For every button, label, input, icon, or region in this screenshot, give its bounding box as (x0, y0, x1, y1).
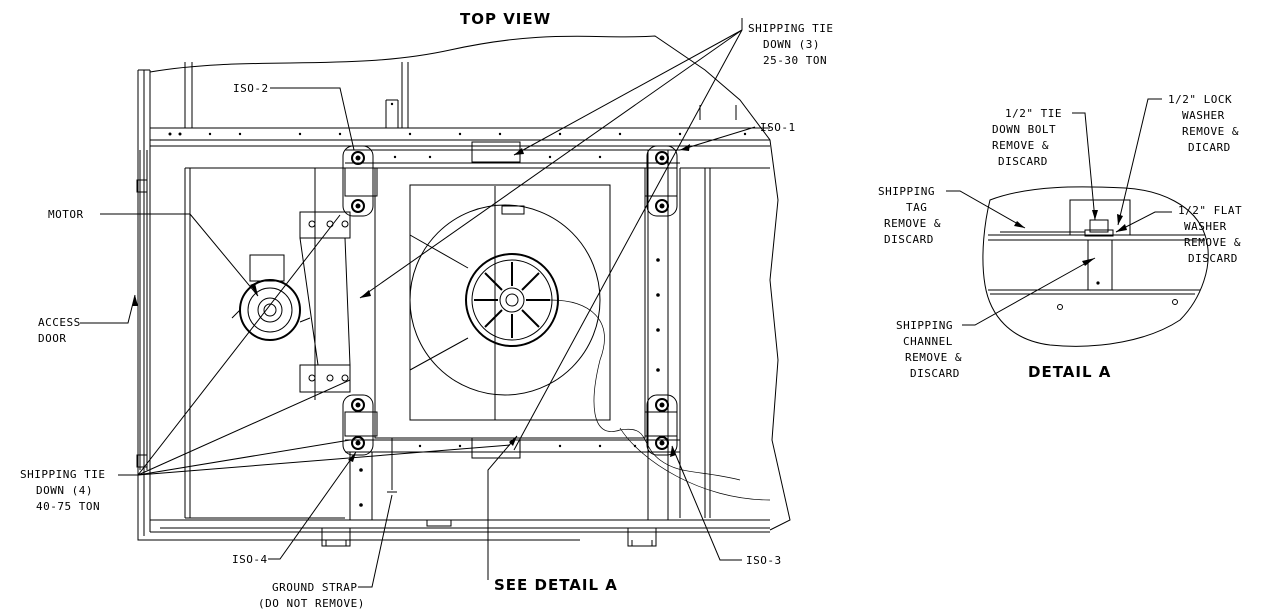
svg-text:REMOVE &: REMOVE & (884, 217, 941, 230)
svg-text:REMOVE &: REMOVE & (1182, 125, 1239, 138)
motor-assembly (231, 211, 351, 393)
label-shipping-channel: SHIPPING CHANNEL REMOVE & DISCARD (896, 319, 962, 380)
svg-text:GROUND STRAP: GROUND STRAP (272, 581, 357, 594)
label-shipping-tag: SHIPPING TAG REMOVE & DISCARD (878, 185, 941, 246)
svg-text:25-30 TON: 25-30 TON (763, 54, 827, 67)
svg-text:REMOVE &: REMOVE & (905, 351, 962, 364)
ground-strap (387, 438, 397, 493)
svg-text:1/2" TIE: 1/2" TIE (1005, 107, 1062, 120)
label-tie-down-bolt: 1/2" TIE DOWN BOLT REMOVE & DISCARD (992, 107, 1062, 168)
label-shipping-tie-down-3: SHIPPING TIE DOWN (3) 25-30 TON (748, 22, 833, 67)
isolator-iso-1 (644, 145, 678, 217)
label-flat-washer: 1/2" FLAT WASHER REMOVE & DISCARD (1178, 204, 1242, 265)
svg-text:DISCARD: DISCARD (1188, 252, 1238, 265)
svg-text:REMOVE &: REMOVE & (992, 139, 1049, 152)
svg-text:ACCESS: ACCESS (38, 316, 81, 329)
svg-text:REMOVE &: REMOVE & (1184, 236, 1241, 249)
label-motor: MOTOR (48, 208, 84, 221)
svg-text:DISCARD: DISCARD (884, 233, 934, 246)
svg-text:DOOR: DOOR (38, 332, 67, 345)
isolator-iso-4 (342, 394, 378, 456)
svg-text:1/2" LOCK: 1/2" LOCK (1168, 93, 1232, 106)
top-view-title: TOP VIEW (460, 10, 551, 28)
svg-text:DOWN (3): DOWN (3) (763, 38, 820, 51)
svg-text:DOWN BOLT: DOWN BOLT (992, 123, 1056, 136)
isolator-iso-3 (644, 394, 678, 456)
label-ground-strap: GROUND STRAP (DO NOT REMOVE) (258, 581, 365, 610)
svg-text:SHIPPING: SHIPPING (896, 319, 953, 332)
svg-text:SHIPPING TIE: SHIPPING TIE (20, 468, 105, 481)
svg-text:(DO NOT REMOVE): (DO NOT REMOVE) (258, 597, 365, 610)
svg-text:40-75 TON: 40-75 TON (36, 500, 100, 513)
svg-text:WASHER: WASHER (1184, 220, 1227, 233)
svg-text:DOWN (4): DOWN (4) (36, 484, 93, 497)
detail-a-leaders (946, 98, 1172, 326)
svg-text:TAG: TAG (906, 201, 927, 214)
label-access-door: ACCESS DOOR (38, 316, 81, 345)
label-iso-4: ISO-4 (232, 553, 268, 566)
detail-a-drawing (982, 186, 1209, 347)
leader-lines (80, 18, 756, 588)
svg-text:DISCARD: DISCARD (910, 367, 960, 380)
label-iso-3: ISO-3 (746, 554, 782, 567)
unit-frame (136, 35, 791, 547)
see-detail-a-callout: SEE DETAIL A (494, 576, 618, 594)
label-lock-washer: 1/2" LOCK WASHER REMOVE & DICARD (1168, 93, 1239, 154)
svg-text:CHANNEL: CHANNEL (903, 335, 953, 348)
blower-assembly (374, 167, 771, 501)
label-shipping-tie-down-4: SHIPPING TIE DOWN (4) 40-75 TON (20, 468, 105, 513)
isolator-iso-2 (342, 145, 378, 217)
svg-text:DICARD: DICARD (1188, 141, 1231, 154)
svg-text:WASHER: WASHER (1182, 109, 1225, 122)
svg-text:SHIPPING: SHIPPING (878, 185, 935, 198)
svg-text:DISCARD: DISCARD (998, 155, 1048, 168)
svg-text:SHIPPING TIE: SHIPPING TIE (748, 22, 833, 35)
label-iso-2: ISO-2 (233, 82, 269, 95)
detail-a-title: DETAIL A (1028, 363, 1111, 381)
label-iso-1: ISO-1 (760, 121, 796, 134)
svg-text:1/2" FLAT: 1/2" FLAT (1178, 204, 1242, 217)
